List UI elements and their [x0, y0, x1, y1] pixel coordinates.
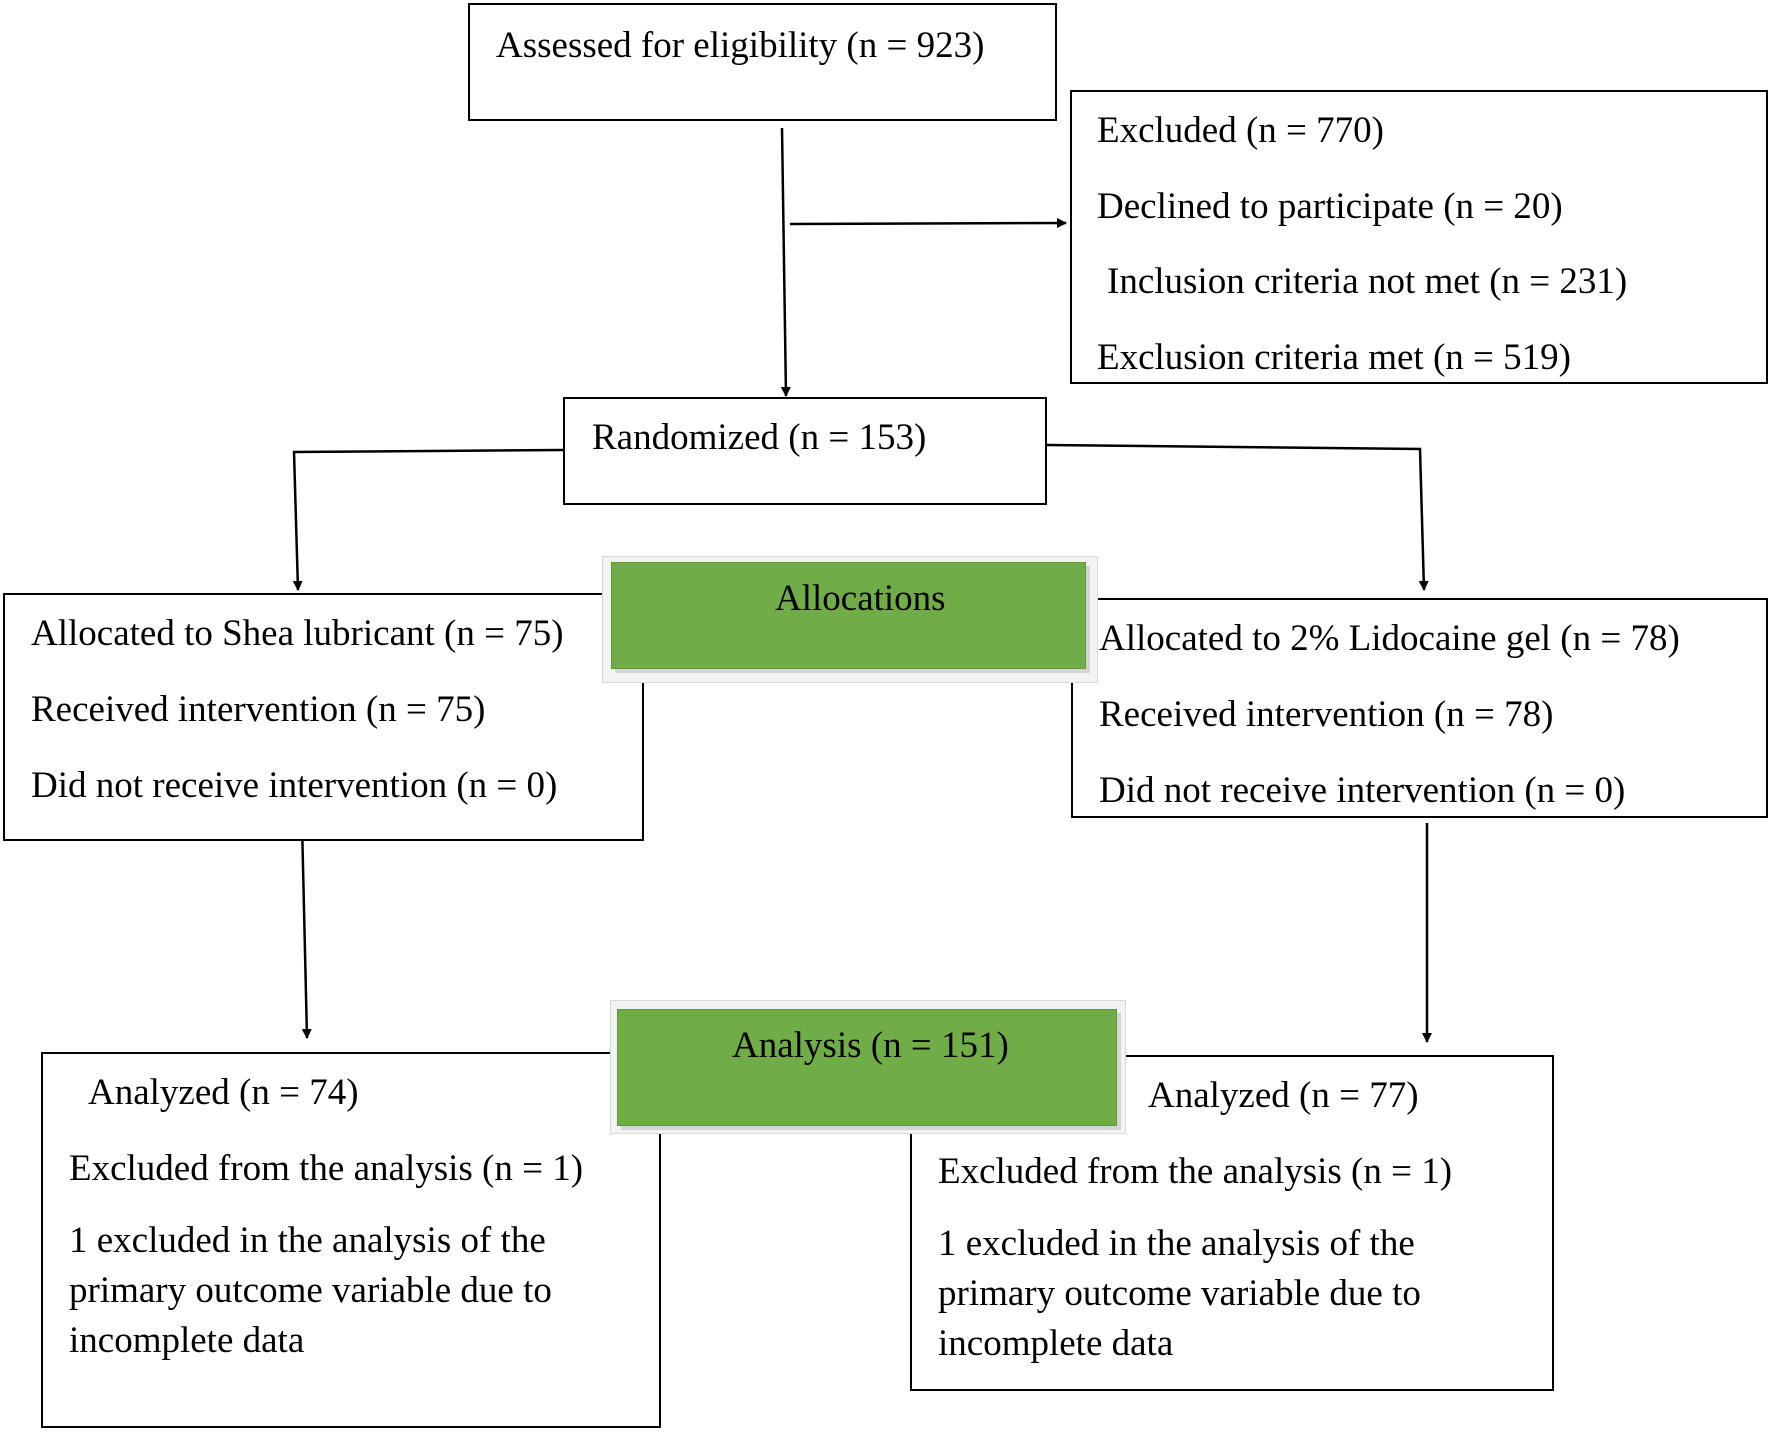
- shea-allocated: Allocated to Shea lubricant (n = 75): [31, 613, 564, 654]
- lidocaine-not-received: Did not receive intervention (n = 0): [1099, 770, 1626, 811]
- analyzed-right-note: 1 excluded in the analysis of the primar…: [938, 1223, 1421, 1364]
- excluded-exclusion: Exclusion criteria met (n = 519): [1097, 337, 1571, 378]
- analyzed-right-excluded: Excluded from the analysis (n = 1): [938, 1151, 1453, 1192]
- lidocaine-allocation-box: Allocated to 2% Lidocaine gel (n = 78) R…: [1071, 598, 1768, 818]
- analyzed-left-excluded: Excluded from the analysis (n = 1): [69, 1148, 584, 1189]
- lidocaine-allocated: Allocated to 2% Lidocaine gel (n = 78): [1099, 618, 1680, 659]
- excluded-title: Excluded (n = 770): [1097, 110, 1384, 151]
- allocations-label: Allocations: [775, 578, 946, 619]
- eligibility-box: Assessed for eligibility (n = 923): [468, 3, 1057, 121]
- analyzed-right-count: Analyzed (n = 77): [1148, 1075, 1419, 1116]
- lidocaine-received: Received intervention (n = 78): [1099, 694, 1554, 735]
- randomized-text: Randomized (n = 153): [592, 417, 927, 458]
- arrow-randomized-to-shea: [292, 448, 564, 591]
- analysis-banner: [617, 1009, 1117, 1126]
- analyzed-left-count: Analyzed (n = 74): [88, 1072, 359, 1113]
- excluded-inclusion: Inclusion criteria not met (n = 231): [1107, 261, 1628, 302]
- arrow-randomized-to-lidocaine: [1046, 443, 1429, 591]
- arrow-to-excluded: [789, 218, 1067, 229]
- shea-allocation-box: Allocated to Shea lubricant (n = 75) Rec…: [3, 593, 644, 841]
- analysis-label: Analysis (n = 151): [732, 1025, 1009, 1066]
- eligibility-text: Assessed for eligibility (n = 923): [496, 25, 985, 66]
- shea-received: Received intervention (n = 75): [31, 689, 486, 730]
- excluded-declined: Declined to participate (n = 20): [1097, 186, 1563, 227]
- arrow-eligibility-to-randomized: [780, 127, 791, 397]
- shea-not-received: Did not receive intervention (n = 0): [31, 765, 558, 806]
- analyzed-left-note: 1 excluded in the analysis of the primar…: [69, 1220, 552, 1361]
- excluded-box: Excluded (n = 770) Declined to participa…: [1070, 90, 1768, 384]
- arrow-shea-to-analyzed: [300, 822, 312, 1039]
- analyzed-left-box: Analyzed (n = 74) Excluded from the anal…: [41, 1052, 661, 1428]
- allocations-banner: [611, 562, 1086, 669]
- randomized-box: Randomized (n = 153): [563, 397, 1047, 505]
